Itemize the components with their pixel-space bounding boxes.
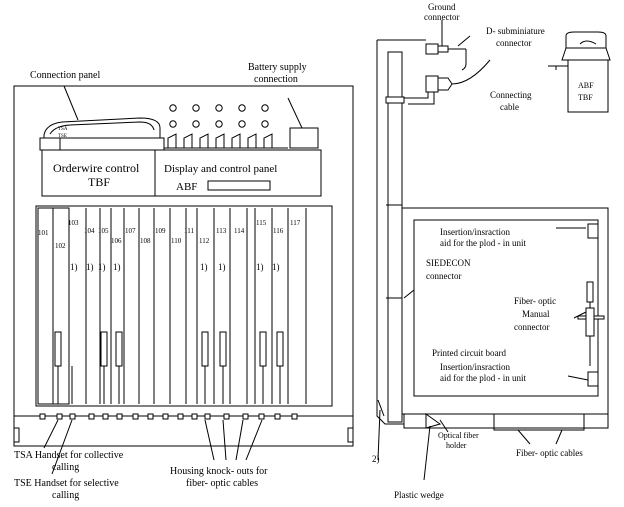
footnote-mark: 1): [256, 262, 264, 272]
footnote-mark: 1): [200, 262, 208, 272]
slot-label: 108: [140, 237, 151, 245]
insertion-aid-top-label: Insertion/insraction: [440, 227, 510, 237]
rack-side-view: [376, 20, 611, 481]
tse-small-label: TSE: [58, 134, 67, 139]
rack-outline: [13, 85, 354, 447]
dsub-connector-label-2: connector: [496, 38, 531, 48]
tse-handset-label: TSE Handset for selective: [14, 478, 119, 489]
battery-supply-label: Battery supply: [248, 62, 307, 73]
footnote-mark: 1): [98, 262, 106, 272]
rack-front-view: [13, 85, 354, 475]
slot-label: 101: [38, 229, 49, 237]
slot-label: 105: [98, 227, 109, 235]
control-knobs: [169, 104, 269, 128]
footnote-two-label: 2): [372, 454, 380, 464]
fiber-manual-label-3: connector: [514, 322, 549, 332]
orderwire-control-box: [41, 149, 156, 197]
footnote-mark: 1): [70, 262, 78, 272]
abf-tbf-device: [548, 31, 611, 113]
plastic-wedge-shape: [425, 413, 442, 429]
display-panel-label: Display and control panel: [164, 163, 277, 175]
display-window: [207, 180, 271, 191]
printed-circuit-area: [413, 219, 599, 397]
right-labels: Ground connector D- subminiature connect…: [372, 2, 594, 500]
slot-label: 110: [171, 237, 182, 245]
fiber-manual-label: Fiber- optic: [514, 296, 556, 306]
tbf-small-label: TBF: [578, 93, 593, 102]
card-cage: [35, 205, 333, 407]
tsa-handset-label: TSA Handset for collective: [14, 450, 124, 461]
slot-label: 106: [111, 237, 122, 245]
dsub-connector-label: D- subminiature: [486, 26, 545, 36]
connecting-cable-label-2: cable: [500, 102, 519, 112]
tsa-handset-label-2: calling: [52, 462, 79, 473]
optical-holder-label-2: holder: [446, 441, 467, 450]
abf-label: ABF: [176, 181, 197, 193]
slot-label: 112: [199, 237, 210, 245]
insertion-aid-top-label-2: aid for the plod - in unit: [440, 238, 526, 248]
slot-label: 111: [184, 227, 194, 235]
fiber-manual-label-2: Manual: [522, 309, 550, 319]
ground-connector-label-2: connector: [424, 12, 459, 22]
fiber-cables-label: Fiber- optic cables: [516, 448, 583, 458]
tse-handset-label-2: calling: [52, 490, 79, 501]
slot-label: 102: [55, 242, 66, 250]
battery-connector: [289, 127, 319, 149]
orderwire-label-2: TBF: [88, 175, 110, 189]
optical-holder-label: Optical fiber: [438, 431, 479, 440]
slot-label: 104: [84, 227, 95, 235]
slot-label: 107: [125, 227, 136, 235]
connection-panel-label: Connection panel: [30, 70, 100, 81]
ground-connector-label: Ground: [428, 2, 456, 12]
knockouts-label-2: fiber- optic cables: [186, 478, 258, 489]
plastic-wedge-label: Plastic wedge: [394, 490, 444, 500]
battery-supply-label-2: connection: [254, 74, 298, 85]
slot-label: 113: [216, 227, 227, 235]
slot-label: 103: [68, 219, 79, 227]
footnote-mark: 1): [113, 262, 121, 272]
footnote-mark: 1): [218, 262, 226, 272]
footnote-mark: 1): [272, 262, 280, 272]
switch-row: [164, 133, 288, 149]
slot-label: 109: [155, 227, 166, 235]
siedecon-label-2: connector: [426, 271, 461, 281]
slot-label: 115: [256, 219, 267, 227]
left-labels: Connection panel Battery supply connecti…: [14, 62, 307, 501]
slot-label: 116: [273, 227, 284, 235]
slot-label: 117: [290, 219, 301, 227]
siedecon-label: SIEDECON: [426, 258, 471, 268]
connection-panel-device: [39, 117, 165, 151]
connecting-cable-label: Connecting: [490, 90, 532, 100]
insertion-aid-bottom-label-2: aid for the plod - in unit: [440, 373, 526, 383]
slot-label: 114: [234, 227, 245, 235]
insertion-aid-bottom-label: Insertion/insraction: [440, 362, 510, 372]
printed-circuit-label: Printed circuit board: [432, 348, 506, 358]
tsa-small-label: TSA: [58, 127, 68, 132]
orderwire-label: Orderwire control: [53, 161, 140, 175]
abf-small-label: ABF: [578, 81, 594, 90]
knockouts-label: Housing knock- outs for: [170, 466, 268, 477]
footnote-mark: 1): [86, 262, 94, 272]
knockout-row: [39, 413, 298, 420]
